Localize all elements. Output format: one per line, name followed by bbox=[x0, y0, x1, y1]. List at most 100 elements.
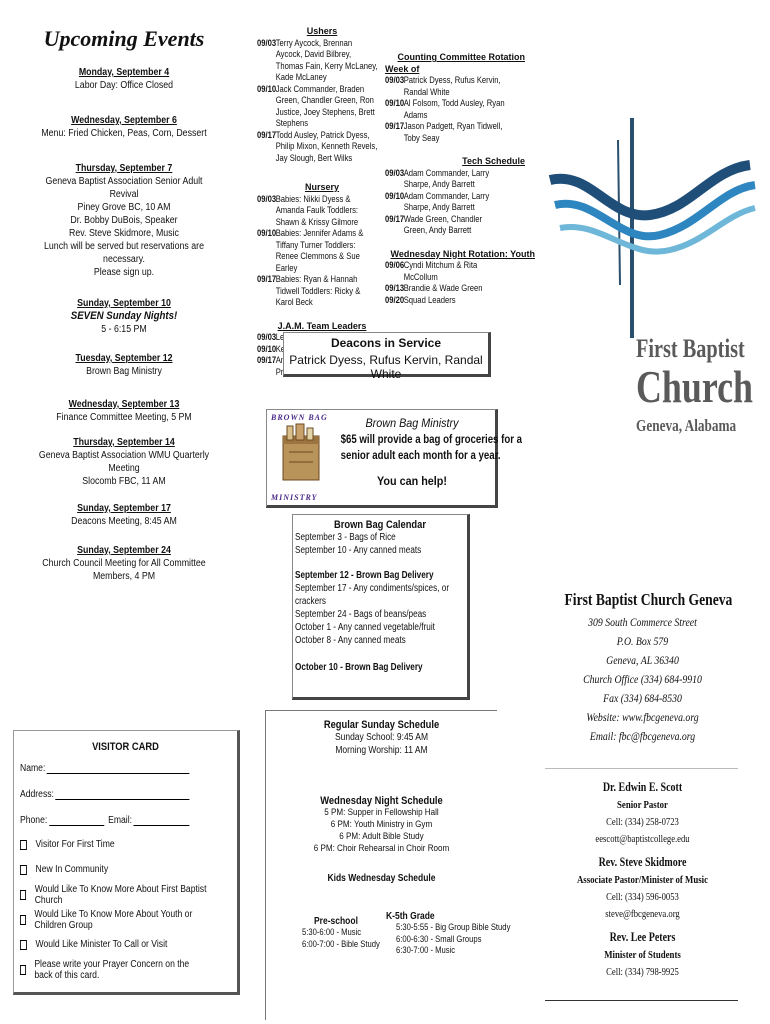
email-line[interactable] bbox=[133, 816, 190, 826]
checkbox-label: Visitor For First Time bbox=[35, 839, 115, 850]
event-date: Wednesday, September 6 bbox=[71, 115, 177, 126]
schedule-item: 6:00-7:00 - Bible Study bbox=[302, 938, 380, 949]
event-line: Deacons Meeting, 8:45 AM bbox=[71, 516, 177, 527]
visitor-checkbox-row[interactable]: Would Like To Know More About Youth or C… bbox=[20, 907, 207, 932]
counting-section: Counting Committee Rotation Week of 09/0… bbox=[385, 52, 535, 307]
item-date: 09/10 bbox=[257, 343, 277, 354]
address-line: 309 South Commerce Street bbox=[588, 617, 697, 629]
event-date: Sunday, September 17 bbox=[77, 503, 171, 514]
brown-bag-help: You can help! bbox=[376, 474, 448, 488]
address-field[interactable]: Address: bbox=[20, 789, 207, 800]
staff-name: Dr. Edwin E. Scott bbox=[602, 780, 683, 794]
checkbox[interactable] bbox=[20, 839, 27, 850]
church-logo: First Baptist Church Geneva, Alabama bbox=[540, 110, 760, 460]
checkbox[interactable] bbox=[20, 964, 26, 975]
logo-top-text: BROWN BAG bbox=[271, 413, 328, 422]
address-line: Church Office (334) 684-9910 bbox=[583, 674, 702, 686]
staff-phone: Cell: (334) 798-9925 bbox=[606, 967, 679, 978]
item-date: 09/03 bbox=[257, 193, 277, 204]
name-label: Name: bbox=[20, 763, 46, 774]
checkbox[interactable] bbox=[20, 939, 27, 950]
item-text: Brandie & Wade Green bbox=[403, 283, 483, 293]
brown-bag-line2: senior adult each month for a year. bbox=[340, 450, 501, 462]
event-line: Church Council Meeting for All Committee… bbox=[42, 558, 206, 582]
address-line: P.O. Box 579 bbox=[616, 636, 669, 648]
address-line[interactable] bbox=[55, 790, 190, 800]
name-field[interactable]: Name: bbox=[20, 763, 207, 774]
item-date: 09/03 bbox=[385, 75, 405, 85]
visitor-checkbox-row[interactable]: New In Community bbox=[20, 857, 207, 882]
item-date: 09/17 bbox=[385, 213, 405, 224]
checkbox[interactable] bbox=[20, 889, 27, 900]
item-text: Babies: Nikki Dyess & Amanda Faulk Toddl… bbox=[275, 193, 359, 227]
event-line: SEVEN Sunday Nights! bbox=[70, 310, 178, 322]
address-line: Website: www.fbcgeneva.org bbox=[586, 712, 699, 724]
visitor-checkbox-row[interactable]: Would Like Minister To Call or Visit bbox=[20, 932, 207, 957]
schedule-item: 6 PM: Choir Rehearsal in Choir Room bbox=[313, 843, 450, 854]
event-date: Monday, September 4 bbox=[78, 67, 170, 78]
tech-title: Tech Schedule bbox=[462, 156, 525, 166]
k5-title: K-5th Grade bbox=[386, 911, 435, 922]
item-text: Al Folsom, Todd Ausley, Ryan Adams bbox=[403, 98, 505, 120]
brown-bag-text: Brown Bag Ministry $65 will provide a ba… bbox=[327, 416, 522, 488]
brown-bag-title: Brown Bag Ministry bbox=[365, 416, 459, 430]
item-text: Adam Commander, Larry Sharpe, Andy Barre… bbox=[403, 190, 490, 213]
address-line: Fax (334) 684-8530 bbox=[603, 693, 682, 705]
schedule-box: Regular Sunday Schedule Sunday School: 9… bbox=[265, 710, 510, 1020]
visitor-card: VISITOR CARD Name: Address: Phone: Email… bbox=[13, 730, 240, 995]
brown-bag-logo: BROWN BAG MINISTRY bbox=[271, 413, 329, 505]
item-text: Adam Commander, Larry Sharpe, Andy Barre… bbox=[403, 167, 490, 190]
brown-bag-calendar-box: Brown Bag Calendar September 3 - Bags of… bbox=[292, 514, 470, 700]
item-date: 09/20 bbox=[385, 294, 405, 305]
event-date: Tuesday, September 12 bbox=[75, 353, 173, 364]
visitor-checkbox-row[interactable]: Visitor For First Time bbox=[20, 832, 207, 857]
event-item: Sunday, September 17 Deacons Meeting, 8:4… bbox=[36, 502, 212, 528]
event-line: Piney Grove BC, 10 AM bbox=[77, 202, 171, 213]
events-title: Upcoming Events bbox=[43, 26, 205, 51]
email-label: Email: bbox=[108, 815, 133, 826]
item-text: Terry Aycock, Brennan Aycock, David Bilb… bbox=[275, 37, 378, 83]
divider-bottom bbox=[545, 1000, 738, 1001]
staff-role: Minister of Students bbox=[604, 949, 681, 961]
ushers-title: Ushers bbox=[306, 26, 338, 36]
event-line: Dr. Bobby DuBois, Speaker bbox=[70, 215, 178, 226]
phone-email-field[interactable]: Phone: Email: bbox=[20, 815, 207, 826]
cross-wave-icon bbox=[548, 118, 756, 338]
calendar-delivery1: September 12 - Brown Bag Delivery bbox=[295, 570, 434, 581]
staff-phone: Cell: (334) 596-0053 bbox=[606, 892, 679, 903]
visitor-checkbox-row[interactable]: Would Like To Know More About First Bapt… bbox=[20, 882, 207, 907]
staff-name: Rev. Steve Skidmore bbox=[598, 855, 687, 869]
schedule-item: 6:00-6:30 - Small Groups bbox=[396, 933, 482, 944]
deacons-box: Deacons in Service Patrick Dyess, Rufus … bbox=[283, 332, 491, 381]
name-line[interactable] bbox=[47, 764, 190, 774]
checkbox[interactable] bbox=[20, 914, 26, 925]
visitor-checkbox-row[interactable]: Please write your Prayer Concern on the … bbox=[20, 957, 207, 982]
schedule-item: 6 PM: Youth Ministry in Gym bbox=[330, 819, 433, 830]
calendar-delivery2: October 10 - Brown Bag Delivery bbox=[295, 662, 423, 673]
checkbox[interactable] bbox=[20, 864, 27, 875]
deacons-title: Deacons in Service bbox=[330, 336, 442, 350]
calendar-group2: September 17 - Any condiments/spices, or… bbox=[295, 582, 467, 647]
phone-line[interactable] bbox=[48, 816, 105, 826]
